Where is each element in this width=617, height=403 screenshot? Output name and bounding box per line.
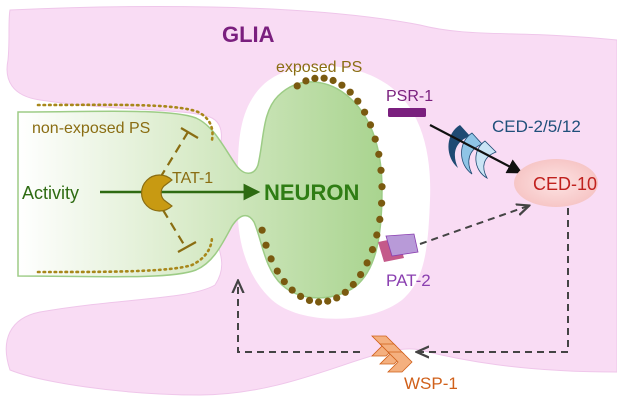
tat1-icon bbox=[140, 174, 173, 212]
pat2-icon bbox=[378, 233, 419, 262]
exposed-ps-dot bbox=[293, 82, 301, 90]
exposed-ps-dot bbox=[324, 297, 332, 305]
exposed-ps-dot bbox=[341, 288, 349, 296]
ced-2-5-12-label: CED-2/5/12 bbox=[492, 117, 581, 136]
exposed-ps-dot bbox=[288, 286, 296, 294]
ced10-node bbox=[514, 159, 598, 207]
exposed-ps-dot bbox=[375, 150, 383, 158]
exposed-ps-dot bbox=[376, 215, 384, 223]
pat2-label: PAT-2 bbox=[386, 271, 431, 290]
exposed-ps-dot bbox=[333, 294, 341, 302]
exposed-ps-dot bbox=[366, 121, 375, 129]
ced10-to-wsp1-arrow bbox=[418, 208, 569, 352]
wsp1-icon bbox=[371, 335, 413, 373]
ced10-label: CED-10 bbox=[533, 174, 597, 194]
exposed-ps-label: exposed PS bbox=[276, 59, 362, 76]
exposed-ps-dot bbox=[267, 255, 275, 263]
wsp1-to-glia-arrow bbox=[238, 282, 360, 353]
glia-label: GLIA bbox=[222, 22, 275, 47]
exposed-ps-dot bbox=[361, 108, 369, 116]
exposed-ps-dot bbox=[346, 88, 354, 96]
exposed-ps-dot bbox=[320, 74, 328, 82]
exposed-ps-dot bbox=[368, 246, 377, 254]
wsp1-label: WSP-1 bbox=[404, 374, 458, 393]
psr1-label: PSR-1 bbox=[386, 88, 433, 105]
activity-label: Activity bbox=[22, 183, 79, 203]
exposed-ps-dot bbox=[262, 241, 270, 249]
exposed-ps-dot bbox=[315, 298, 323, 306]
exposed-ps-dot bbox=[378, 183, 386, 191]
exposed-ps-dot bbox=[329, 76, 337, 85]
tat1-inhibition-lines bbox=[159, 127, 199, 253]
exposed-ps-dot bbox=[273, 267, 281, 275]
non-exposed-ps-membrane-bottom bbox=[36, 234, 214, 274]
exposed-ps-dot bbox=[302, 77, 310, 85]
exposed-ps-dot bbox=[338, 81, 346, 89]
psr1-to-ced10-arrow bbox=[429, 124, 523, 174]
exposed-ps-dot bbox=[371, 135, 379, 143]
exposed-ps-dot bbox=[349, 280, 357, 289]
exposed-ps-dot bbox=[311, 74, 319, 82]
exposed-ps-dot bbox=[280, 278, 288, 286]
exposed-ps-dot bbox=[297, 292, 305, 300]
exposed-ps-dot bbox=[258, 226, 266, 234]
exposed-ps-dot bbox=[305, 296, 314, 304]
exposed-ps-dot bbox=[373, 231, 381, 239]
exposed-ps-dots bbox=[258, 74, 386, 306]
exposed-ps-dot bbox=[354, 97, 362, 105]
exposed-ps-dot bbox=[363, 259, 371, 267]
exposed-ps-dot bbox=[377, 166, 385, 174]
exposed-ps-dot bbox=[357, 271, 365, 279]
non-exposed-ps-membrane-top bbox=[36, 103, 214, 142]
psr1-icon bbox=[388, 108, 426, 117]
non-exposed-ps-label: non-exposed PS bbox=[32, 120, 150, 137]
tat1-label: TAT-1 bbox=[172, 170, 213, 187]
exposed-ps-dot bbox=[378, 199, 386, 207]
neuron-label: NEURON bbox=[264, 180, 359, 205]
